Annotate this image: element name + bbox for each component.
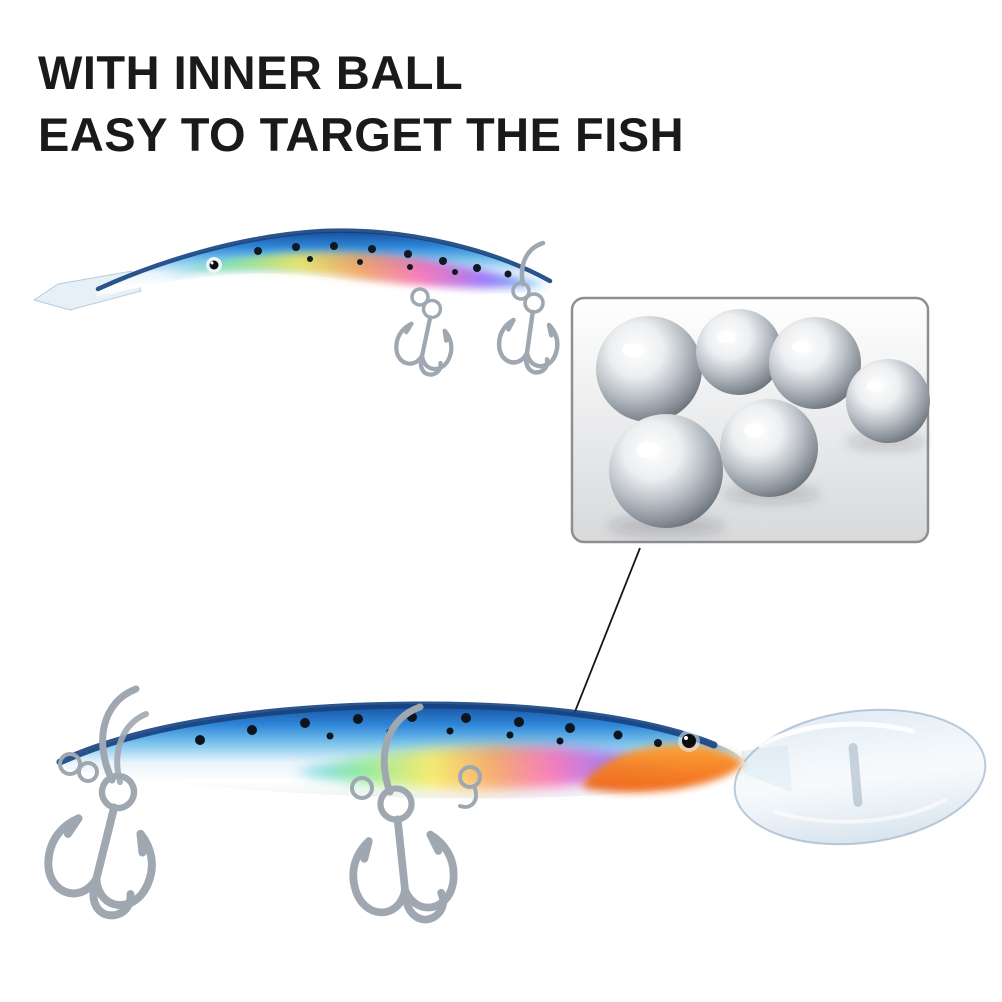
steel-ball xyxy=(609,414,723,528)
steel-ball xyxy=(769,317,861,409)
top-lure-belly-hook xyxy=(392,287,461,378)
top-lure-eye xyxy=(206,257,222,273)
top-lure-tail-hook xyxy=(496,240,565,375)
bottom-lure-holo-band xyxy=(295,745,676,790)
inner-ball-inset xyxy=(570,296,930,544)
steel-ball xyxy=(596,316,702,422)
bottom-lure-rear-ring xyxy=(458,765,482,809)
steel-ball xyxy=(696,309,782,395)
bottom-lure-eye xyxy=(678,730,700,752)
top-lure-spots xyxy=(254,242,512,278)
headline-line-1: WITH INNER BALL xyxy=(38,46,464,99)
top-lure-back-stripe xyxy=(95,228,553,292)
bottom-lure-orange-patch xyxy=(582,744,743,793)
bottom-lure xyxy=(38,685,987,927)
headline-line-2: EASY TO TARGET THE FISH xyxy=(38,108,685,162)
steel-balls xyxy=(596,309,930,528)
steel-ball xyxy=(720,399,818,497)
steel-ball xyxy=(846,359,930,443)
top-lure-holo-band xyxy=(160,252,546,289)
lip-slot xyxy=(848,743,863,807)
headline: WITH INNER BALL EASY TO TARGET THE FISH xyxy=(38,42,684,166)
bottom-lure-belly-hook xyxy=(344,703,458,927)
bottom-lure-lip xyxy=(733,708,987,846)
bottom-lure-tail-rings xyxy=(58,752,99,783)
top-lure xyxy=(32,228,565,378)
bottom-lure-tail-hook xyxy=(38,685,172,923)
bottom-lure-back-stripe xyxy=(56,701,718,766)
